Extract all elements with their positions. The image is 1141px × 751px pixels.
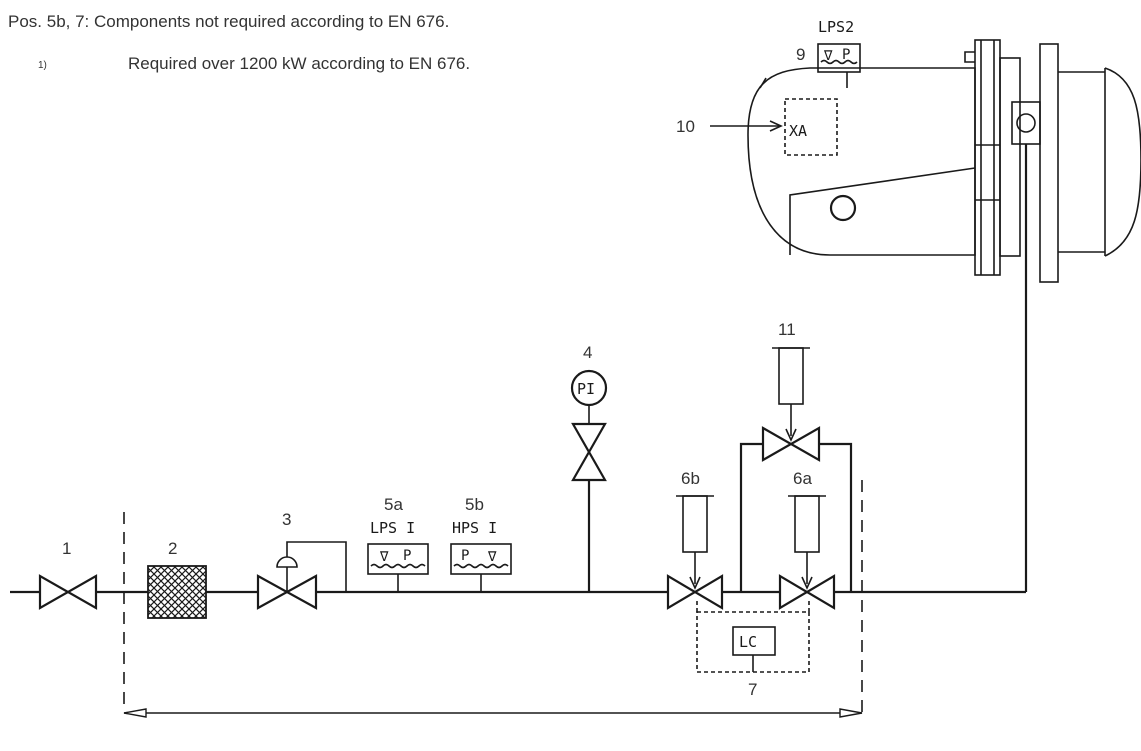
lps2-label: LPS2 — [818, 18, 854, 36]
pos-7-label: 7 — [748, 680, 757, 699]
low-pressure-switch-lps2: ∇ P LPS2 9 — [796, 18, 861, 88]
pi-label: PI — [577, 380, 595, 398]
pos-5b-label: 5b — [465, 495, 484, 514]
solenoid-valve-6a: 6a — [778, 469, 836, 610]
dimension-arrow — [123, 708, 863, 718]
pos-10-label: 10 — [676, 117, 695, 136]
hps1-label: HPS I — [452, 519, 497, 537]
note-required-over-1200kw: Required over 1200 kW according to EN 67… — [128, 54, 471, 73]
pos-3-label: 3 — [282, 510, 291, 529]
bypass-valve-11: 11 — [739, 320, 853, 592]
footnote-marker: 1) — [38, 60, 47, 71]
lc-label: LC — [739, 633, 757, 651]
tri-symbol: ∇ — [823, 48, 833, 64]
pos-6b-label: 6b — [681, 469, 700, 488]
tri-symbol: ∇ — [379, 549, 389, 565]
pos-9-label: 9 — [796, 45, 805, 64]
manual-shutoff-valve: 1 — [38, 539, 98, 610]
high-pressure-switch-hps1: P ∇ HPS I 5b — [450, 495, 512, 592]
solenoid-valve-6b: 6b — [666, 469, 724, 610]
lps1-label: LPS I — [370, 519, 415, 537]
pos-1-label: 1 — [62, 539, 71, 558]
pos-2-label: 2 — [168, 539, 177, 558]
pressure-regulator: 3 — [256, 510, 347, 610]
ignition-unit-xa: XA 10 — [676, 98, 838, 156]
p-symbol: P — [461, 548, 469, 564]
tri-symbol: ∇ — [487, 549, 497, 565]
burner — [747, 39, 1141, 283]
pos-6a-label: 6a — [793, 469, 812, 488]
sight-glass-icon — [829, 194, 857, 222]
pos-4-label: 4 — [583, 343, 592, 362]
note-components-not-required: Pos. 5b, 7: Components not required acco… — [8, 12, 450, 31]
gas-filter: 2 — [147, 539, 207, 619]
p-symbol: P — [403, 548, 411, 564]
pos-5a-label: 5a — [384, 495, 403, 514]
xa-label: XA — [789, 122, 807, 140]
pressure-gauge: PI 4 — [570, 343, 608, 592]
low-pressure-switch-lps1: ∇ P LPS I 5a — [367, 495, 429, 592]
pos-11-label: 11 — [778, 320, 796, 339]
p-symbol: P — [842, 47, 850, 63]
leakage-control-lc: LC 7 — [696, 598, 810, 699]
